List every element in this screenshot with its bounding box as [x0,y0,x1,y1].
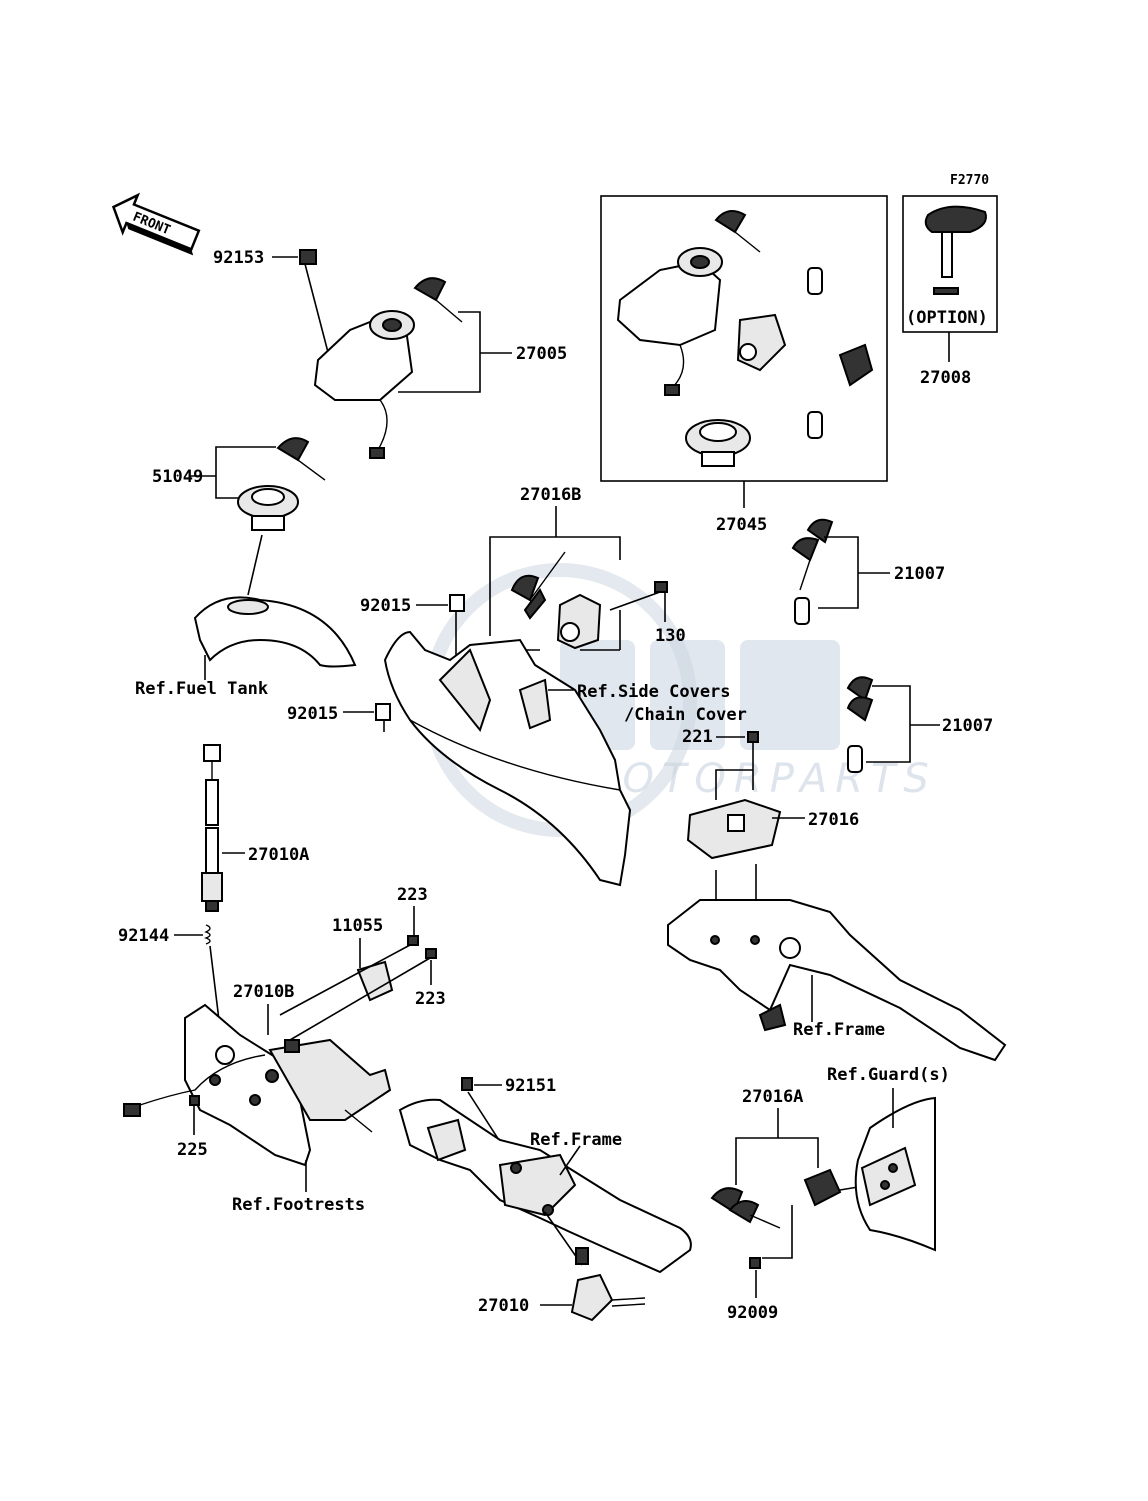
footrest-bracket-icon [123,1003,392,1167]
part-27045: 27045 [716,515,767,535]
part-92153: 92153 [213,248,264,268]
screw-223-top-icon [407,935,419,946]
frame-bottom-icon [398,1098,692,1274]
clip-92015-bottom-icon [375,703,391,721]
option-label: (OPTION) [906,308,988,328]
part-27010: 27010 [478,1296,529,1316]
part-27008: 27008 [920,368,971,388]
screw-92009-icon [749,1257,761,1269]
seat-lock-icon [556,593,602,650]
kit-ignition-switch-icon [616,210,761,396]
part-221: 221 [682,727,713,747]
key-51049-icon [276,437,326,481]
ref-frame-right: Ref.Frame [793,1020,885,1040]
part-21007-bottom: 21007 [942,716,993,736]
side-cover-icon [383,630,632,887]
screw-130-icon [654,581,668,593]
part-11055: 11055 [332,916,383,936]
part-27010A: 27010A [248,845,309,865]
kit-seat-lock-icon [736,313,874,387]
part-27016: 27016 [808,810,859,830]
ref-guards: Ref.Guard(s) [827,1065,950,1085]
switch-27010A-icon [201,744,223,912]
key-27005-icon [413,277,463,323]
part-223-top: 223 [397,885,428,905]
part-225: 225 [177,1140,208,1160]
bolt-92151-icon [461,1077,473,1091]
spring-92144-icon [204,924,211,945]
screw-225-icon [189,1095,200,1106]
part-51049: 51049 [152,467,203,487]
key-27016A-icon [710,1187,781,1229]
clip-92015-top-icon [449,594,465,612]
screw-221-icon [747,731,759,743]
part-92151: 92151 [505,1076,556,1096]
part-92144: 92144 [118,926,169,946]
front-arrow-icon: FRONT [111,192,201,256]
ignition-switch-icon [313,310,415,459]
ref-footrests: Ref.Footrests [232,1195,365,1215]
frame-right-icon [667,899,1007,1062]
part-27010B: 27010B [233,982,294,1002]
guard-icon [854,1096,936,1252]
part-27016B: 27016B [520,485,581,505]
watermark-text: MOTORPARTS [580,756,937,802]
ref-fuel-tank: Ref.Fuel Tank [135,679,268,699]
screw-223-bottom-icon [425,948,437,959]
part-92015-bottom: 92015 [287,704,338,724]
ref-frame-bottom: Ref.Frame [530,1130,622,1150]
part-27005: 27005 [516,344,567,364]
option-key-icon [924,205,987,295]
bracket-11055-icon [356,960,394,1002]
fuel-cap-icon [237,485,299,531]
part-27016A: 27016A [742,1087,803,1107]
key-27016B-icon [510,551,566,620]
lock-27016A-icon [803,1168,842,1207]
key-21007-bottom-icon [846,676,874,773]
part-21007-top: 21007 [894,564,945,584]
bolt-92153-icon [299,249,317,265]
part-223-bottom: 223 [415,989,446,1009]
figure-code: F2770 [950,173,989,188]
ref-chain-cover: /Chain Cover [624,705,747,725]
kit-lock-cylinder-icon [807,267,823,439]
fuel-tank-icon [193,596,357,668]
part-130: 130 [655,626,686,646]
switch-27010-icon [570,1247,646,1322]
part-92015-top: 92015 [360,596,411,616]
kit-fuel-cap-icon [685,419,751,467]
option-box-27008 [902,195,998,333]
ref-side-covers: Ref.Side Covers [577,682,731,702]
part-92009: 92009 [727,1303,778,1323]
lock-27016-icon [686,798,782,860]
